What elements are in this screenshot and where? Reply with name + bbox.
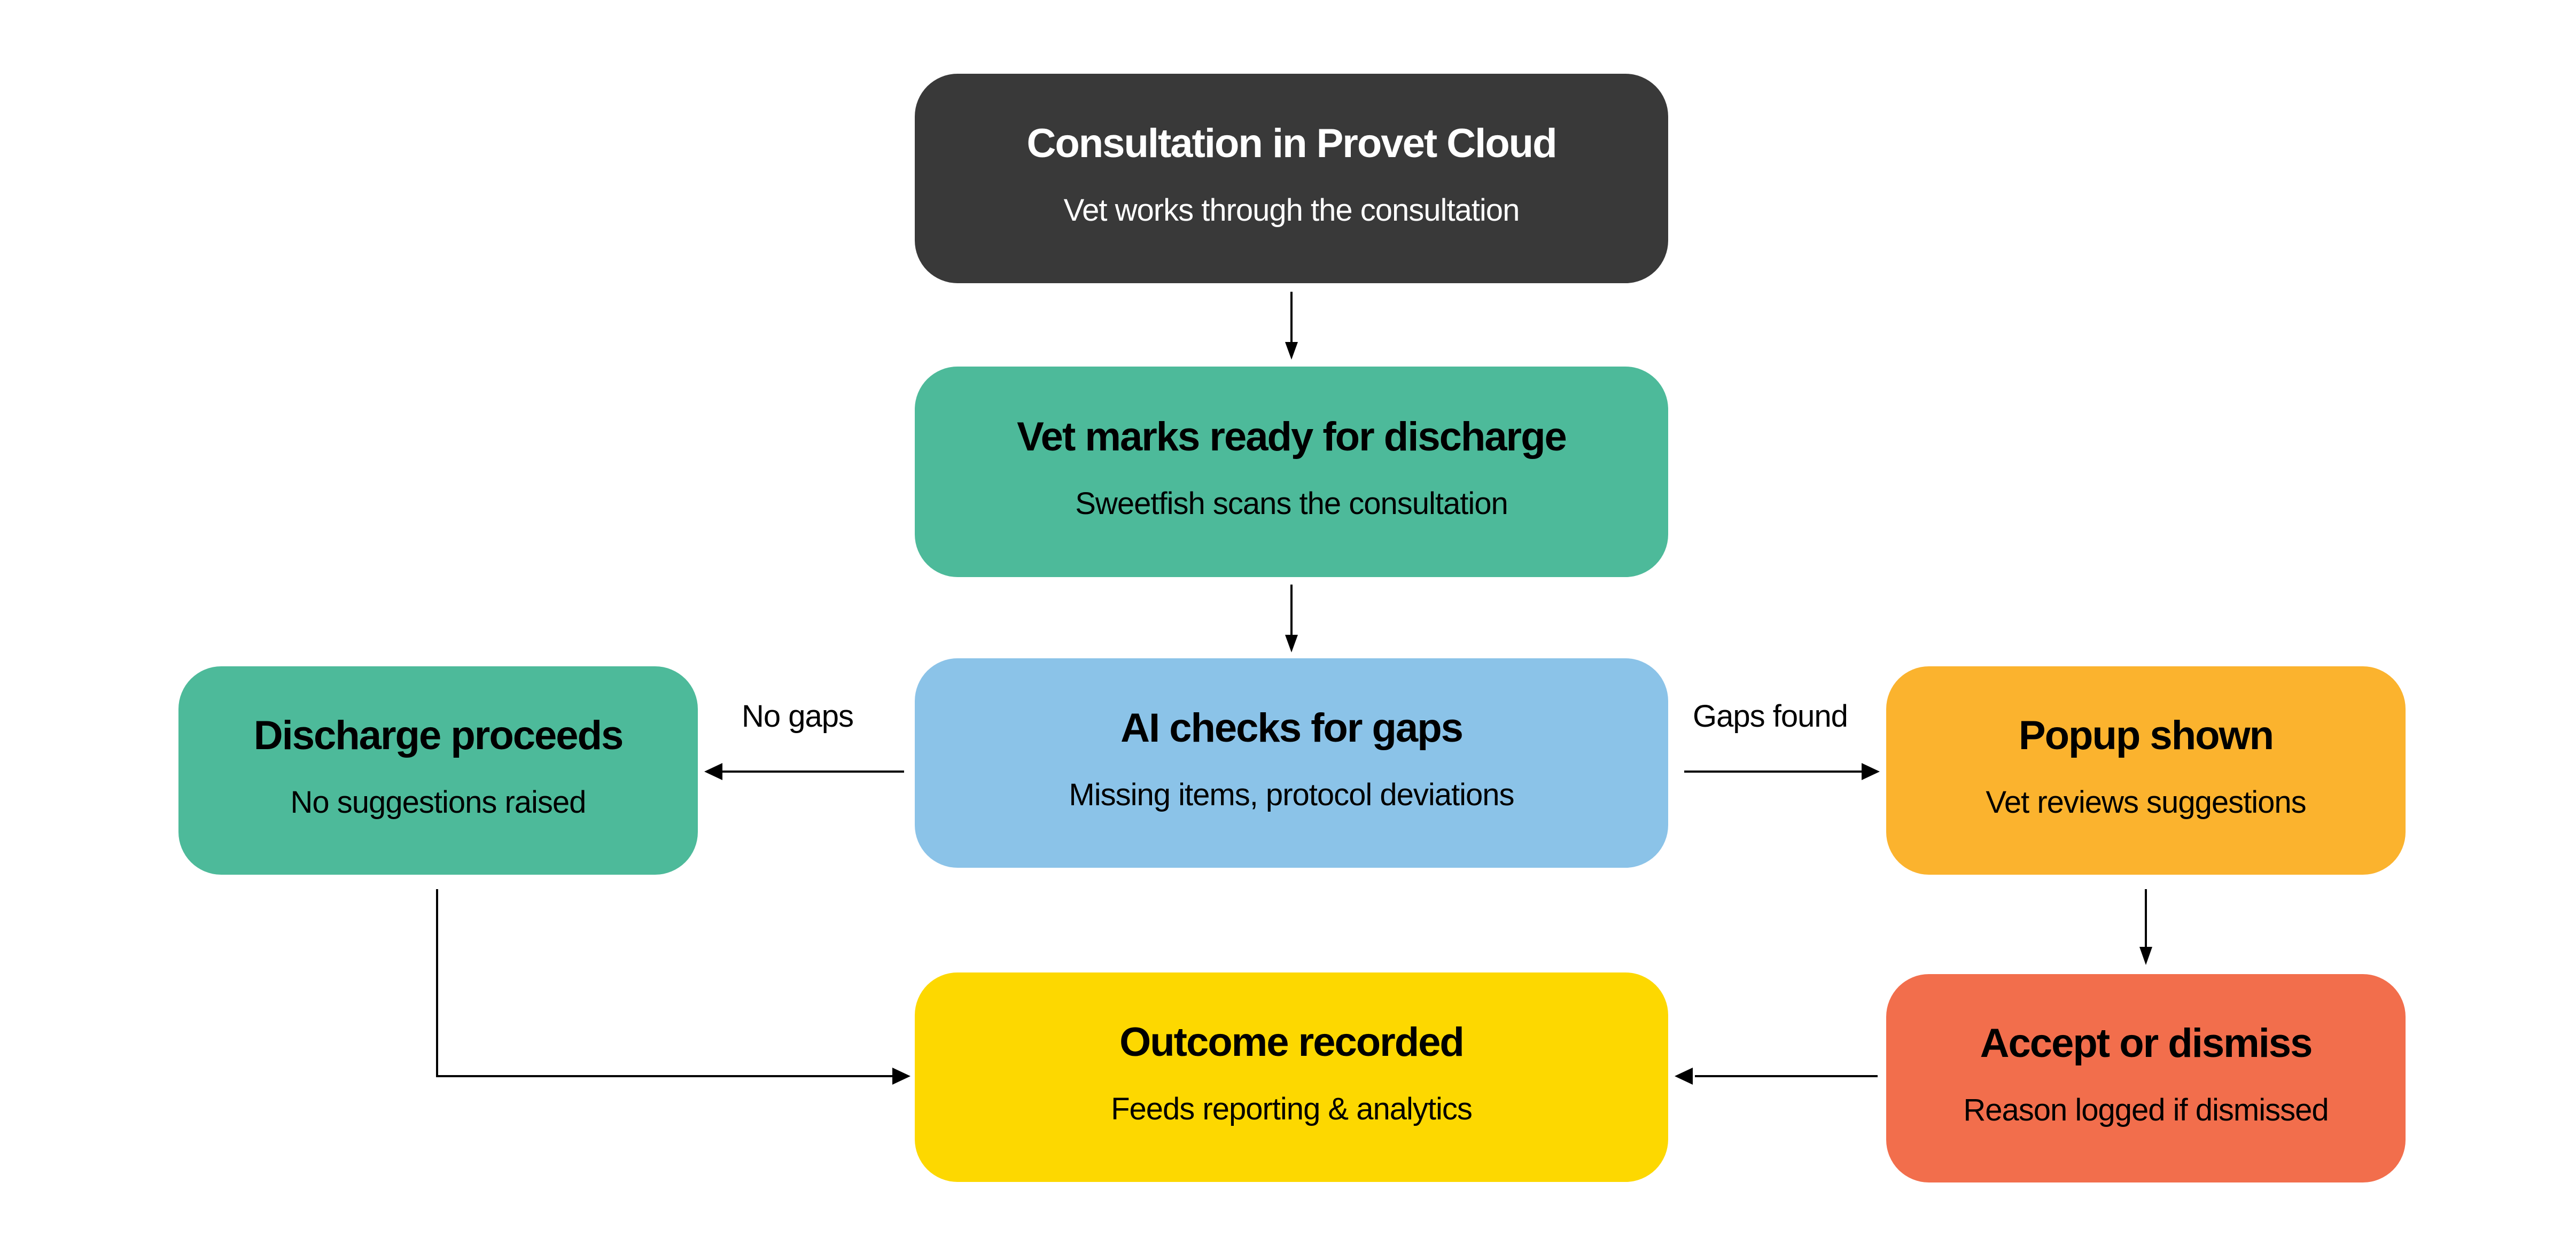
arrowhead-left-icon [1675, 1068, 1693, 1085]
edge-label-no-gaps: No gaps [742, 699, 854, 734]
node-subtitle: Missing items, protocol deviations [1069, 777, 1514, 812]
node-popup-shown: Popup shown Vet reviews suggestions [1886, 666, 2406, 875]
node-title: Outcome recorded [1119, 1020, 1465, 1065]
node-title: Accept or dismiss [1980, 1021, 2313, 1066]
arrowhead-right-icon [892, 1068, 910, 1085]
node-accept-or-dismiss: Accept or dismiss Reason logged if dismi… [1886, 974, 2406, 1182]
node-subtitle: Reason logged if dismissed [1963, 1093, 2329, 1127]
node-outcome-recorded: Outcome recorded Feeds reporting & analy… [915, 972, 1668, 1182]
arrowhead-right-icon [1862, 763, 1880, 780]
node-consultation-in-provet-cloud: Consultation in Provet Cloud Vet works t… [915, 74, 1668, 283]
edge-label-gaps-found: Gaps found [1693, 699, 1848, 734]
node-title: Consultation in Provet Cloud [1026, 121, 1557, 166]
node-subtitle: Vet reviews suggestions [1986, 785, 2306, 820]
node-subtitle: Feeds reporting & analytics [1111, 1092, 1473, 1126]
node-title: Discharge proceeds [253, 713, 624, 758]
node-title: Popup shown [2018, 713, 2274, 758]
node-subtitle: No suggestions raised [290, 785, 587, 820]
node-discharge-proceeds: Discharge proceeds No suggestions raised [178, 666, 698, 875]
node-title: Vet marks ready for discharge [1017, 414, 1567, 460]
node-ai-checks-for-gaps: AI checks for gaps Missing items, protoc… [915, 658, 1668, 868]
node-title: AI checks for gaps [1120, 705, 1464, 751]
arrowhead-down-icon [1285, 342, 1298, 360]
arrowhead-left-icon [704, 763, 722, 780]
arrowhead-down-icon [2139, 947, 2152, 965]
arrowhead-down-icon [1285, 635, 1298, 652]
node-subtitle: Sweetfish scans the consultation [1075, 486, 1508, 521]
edge-discharge-to-outcome [436, 889, 892, 1077]
node-vet-marks-ready: Vet marks ready for discharge Sweetfish … [915, 367, 1668, 577]
node-subtitle: Vet works through the consultation [1063, 193, 1520, 228]
